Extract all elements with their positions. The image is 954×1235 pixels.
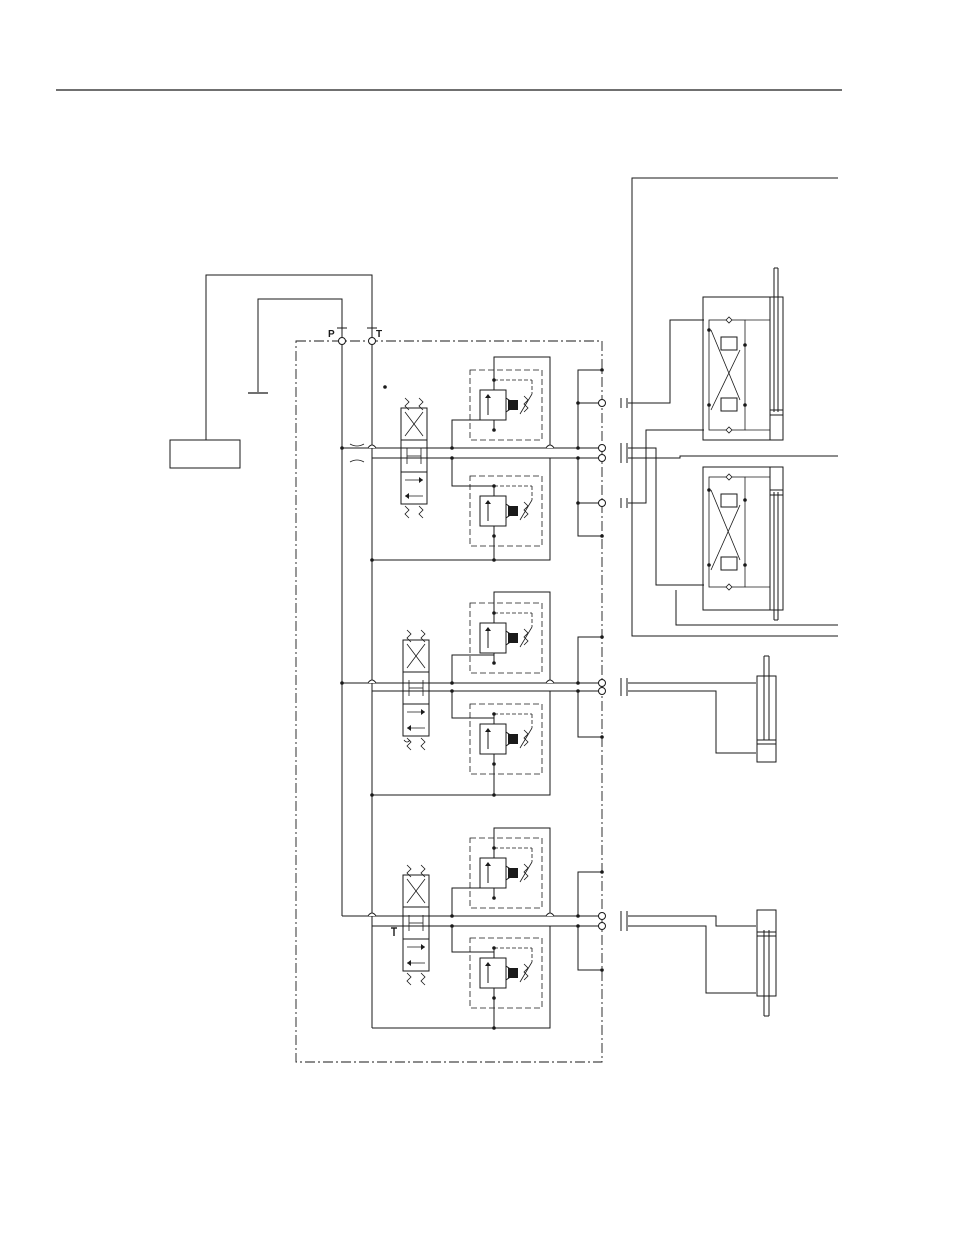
relief-valve-icon	[470, 370, 542, 440]
relief-valve-icon	[470, 938, 542, 1008]
port-t-label: T	[376, 329, 382, 340]
section-3	[342, 828, 627, 1030]
directional-valve-icon	[403, 865, 429, 985]
section-2	[340, 592, 627, 797]
reservoir-box	[170, 440, 240, 468]
hydraulic-cylinder-icon	[703, 467, 783, 620]
hydraulic-cylinder-icon	[757, 910, 776, 1016]
hydraulic-cylinder-icon	[703, 268, 783, 440]
relief-valve-icon	[470, 603, 542, 673]
relief-valve-icon	[470, 704, 542, 774]
port-p-label: P	[328, 329, 335, 340]
relief-valve-icon	[470, 838, 542, 908]
directional-valve-icon	[403, 630, 429, 750]
section-1	[340, 357, 627, 562]
hydraulic-cylinder-icon	[757, 656, 776, 762]
